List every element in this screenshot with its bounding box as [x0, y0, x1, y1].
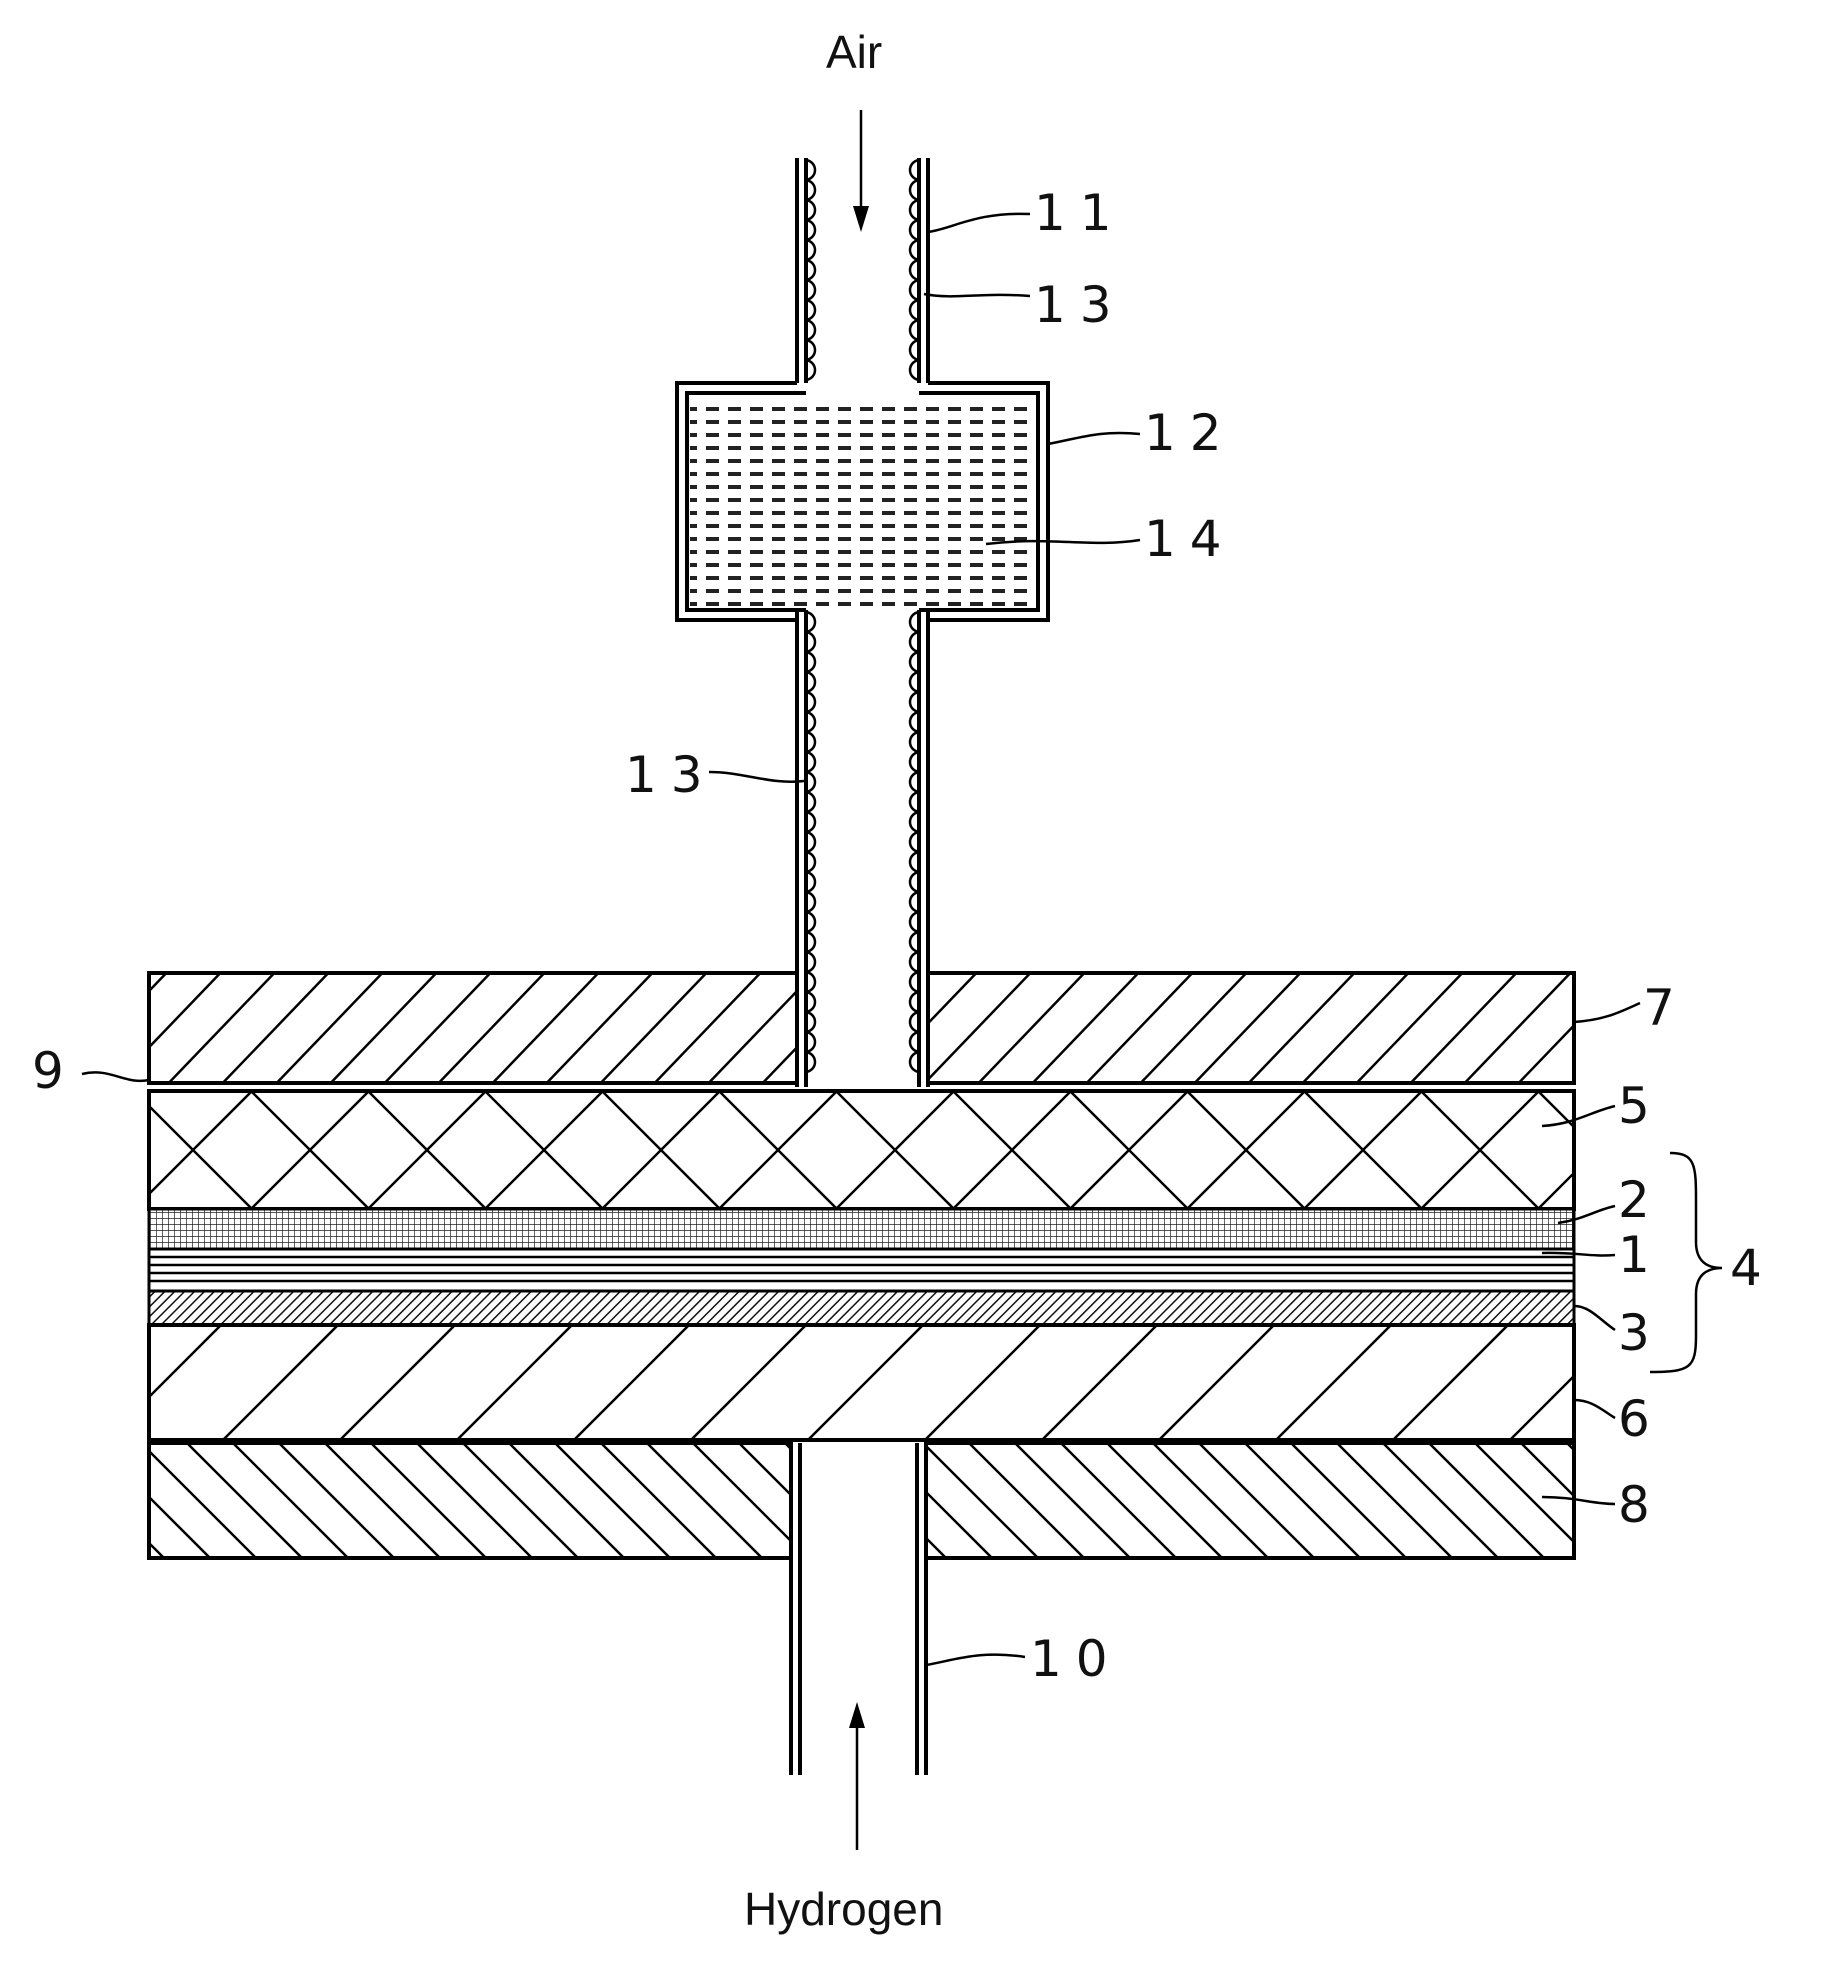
ref-8: 8 [1618, 1476, 1664, 1534]
ref-6: 6 [1618, 1390, 1664, 1448]
layer-6-diffusion [100, 1318, 1821, 1446]
filler-14 [690, 398, 1036, 606]
ref-11: 11 [1034, 184, 1126, 242]
ref-9: 9 [32, 1042, 78, 1100]
layer-3-anode-catalyst [149, 1291, 1574, 1325]
ref-14: 14 [1144, 510, 1236, 568]
ref-2: 2 [1618, 1171, 1664, 1229]
layer-1-electrolyte-membrane [149, 1249, 1574, 1291]
ref-13-mid: 13 [625, 746, 717, 804]
air-label: Air [826, 26, 882, 78]
ref-1: 1 [1618, 1226, 1664, 1284]
coating-13 [806, 160, 919, 1072]
ref-13-top: 13 [1034, 276, 1126, 334]
ref-5: 5 [1618, 1077, 1664, 1135]
ref-12: 12 [1144, 404, 1236, 462]
layer-5-diffusion [0, 1091, 1821, 1209]
hydrogen-flow-arrow [849, 1702, 865, 1850]
ref-3: 3 [1618, 1304, 1664, 1362]
hydrogen-label: Hydrogen [744, 1883, 943, 1935]
tube-11-air-inlet [797, 158, 928, 1087]
layer-8-plate [0, 1440, 1821, 1565]
ref-7: 7 [1643, 979, 1689, 1037]
ref-4: 4 [1730, 1239, 1776, 1297]
ref-10: 10 [1030, 1630, 1122, 1688]
layer-2-cathode-catalyst [149, 1209, 1574, 1249]
air-flow-arrow [853, 110, 869, 232]
